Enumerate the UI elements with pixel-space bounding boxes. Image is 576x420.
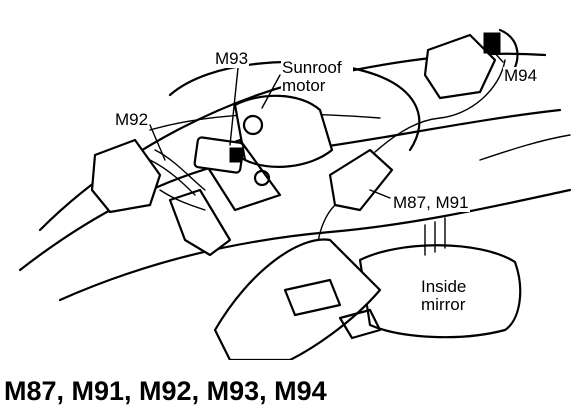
m94-leader: [491, 49, 504, 63]
diagram-caption: M87, M91, M92, M93, M94: [4, 376, 327, 406]
m87-m91-connector: [328, 148, 394, 212]
m94-connector: [423, 33, 497, 100]
diagram-drawing: [18, 28, 572, 362]
m93-latch: [229, 147, 243, 163]
console-vent: [424, 217, 446, 256]
label-m92: M92: [114, 110, 150, 129]
m87-harness-down: [317, 204, 336, 243]
label-m93: M93: [214, 49, 250, 68]
motor-bolt: [242, 114, 264, 136]
inside-mirror: [358, 244, 522, 339]
connector-location-diagram: M93 M92 Sunroof motor M94 M87, M91 Insid…: [18, 28, 572, 362]
m92-connector-housing: [90, 138, 162, 214]
m94-plug: [483, 32, 501, 54]
m93-leader: [229, 67, 239, 146]
console-switch-1: [283, 278, 342, 317]
label-m94: M94: [503, 66, 539, 85]
roof-panel-curve: [168, 60, 421, 152]
m92-leader: [149, 124, 166, 161]
m92-mating-connector: [168, 188, 232, 257]
m87-m91-leader: [369, 189, 391, 199]
label-inside-mirror: Inside mirror: [420, 278, 484, 314]
roof-panel-lower: [58, 188, 572, 302]
label-sunroof-motor: Sunroof motor: [281, 59, 353, 95]
m92-harness-2: [154, 149, 206, 191]
label-m87-m91: M87, M91: [392, 193, 470, 212]
roof-rib-2: [479, 134, 571, 161]
m87-harness: [374, 59, 506, 153]
sunroof-motor-leader: [261, 74, 281, 109]
overhead-console: [213, 238, 382, 362]
m92-harness-1: [149, 159, 196, 196]
m92-harness-3: [159, 189, 206, 211]
console-switch-2: [338, 308, 382, 340]
sunroof-motor-body: [233, 94, 334, 168]
